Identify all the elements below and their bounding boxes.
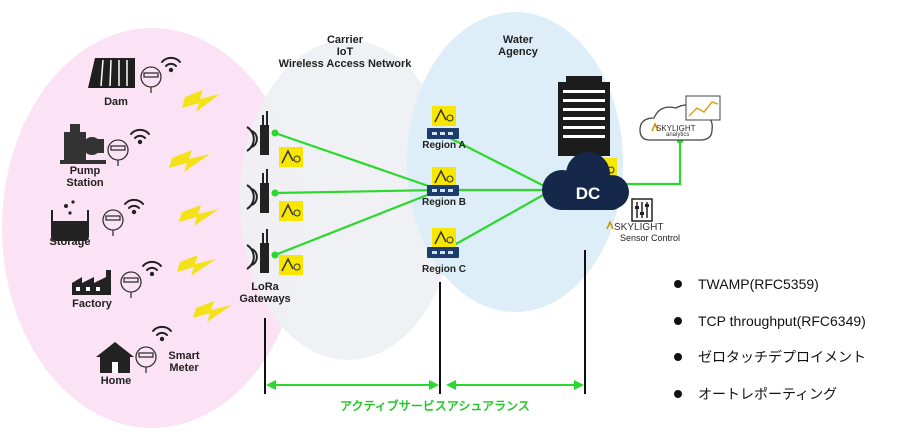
- dc-cloud-icon: [542, 152, 629, 210]
- active-service-assurance-label: アクティブサービスアシュアランス: [340, 399, 530, 413]
- feature-item: ゼロタッチデプロイメント: [674, 347, 866, 367]
- feature-text: ゼロタッチデプロイメント: [698, 349, 866, 365]
- feature-item: TCP throughput(RFC6349): [674, 313, 866, 329]
- bullet-icon: [674, 317, 682, 325]
- span-arrows: [266, 380, 584, 390]
- factory-icon: [72, 270, 111, 295]
- bullet-icon: [674, 280, 682, 288]
- pump-icon: [60, 124, 106, 164]
- feature-item: TWAMP(RFC5359): [674, 276, 819, 292]
- storage-tank-icon: [51, 200, 89, 241]
- skylight-sensor-brand: SKYLIGHT: [614, 222, 664, 233]
- region-label: Region B: [422, 197, 466, 208]
- bullet-icon: [674, 353, 682, 361]
- home-icon: [96, 342, 134, 373]
- skylight-analytics-sub: analytics: [666, 132, 690, 138]
- feature-text: オートレポーティング: [698, 386, 838, 402]
- site-label-home: Home: [100, 375, 132, 387]
- sensor-control-icon: [631, 198, 653, 222]
- site-label-storage: Storage: [49, 236, 91, 248]
- site-label-pump-station: Pump Station: [66, 165, 104, 189]
- span-markers: [264, 250, 586, 394]
- bullet-icon: [674, 390, 682, 398]
- sensor-control-label: Sensor Control: [620, 233, 681, 243]
- feature-text: TCP throughput(RFC6349): [698, 313, 866, 329]
- lightning-icons: [169, 90, 232, 322]
- building-icon: [558, 76, 610, 156]
- region-label: Region A: [422, 140, 466, 151]
- region-label: Region C: [422, 264, 466, 275]
- site-label-smart-meter: Smart Meter: [168, 350, 200, 374]
- network-links: [274, 131, 682, 257]
- site-label-dam: Dam: [104, 96, 128, 108]
- skylight-logo-icon: [606, 122, 659, 230]
- analytics-cloud-icon: [639, 95, 721, 141]
- skylight-analytics-brand: SKYLIGHT: [656, 124, 696, 133]
- water-agency-label: Water Agency: [498, 34, 538, 58]
- dc-label: DC: [575, 184, 601, 203]
- router-icon: [427, 128, 459, 258]
- carrier-network-label: Carrier IoT Wireless Access Network: [278, 34, 412, 70]
- feature-item: オートレポーティング: [674, 384, 837, 404]
- feature-text: TWAMP(RFC5359): [698, 276, 819, 292]
- lora-gateway-icon: [246, 111, 269, 273]
- lora-gateways-label: LoRa Gateways: [239, 281, 291, 305]
- carrier-zone: [240, 40, 456, 360]
- dam-icon: [88, 58, 135, 88]
- water-meter-icon: [102, 66, 162, 373]
- wifi-icon: [124, 56, 181, 342]
- site-label-factory: Factory: [72, 298, 112, 310]
